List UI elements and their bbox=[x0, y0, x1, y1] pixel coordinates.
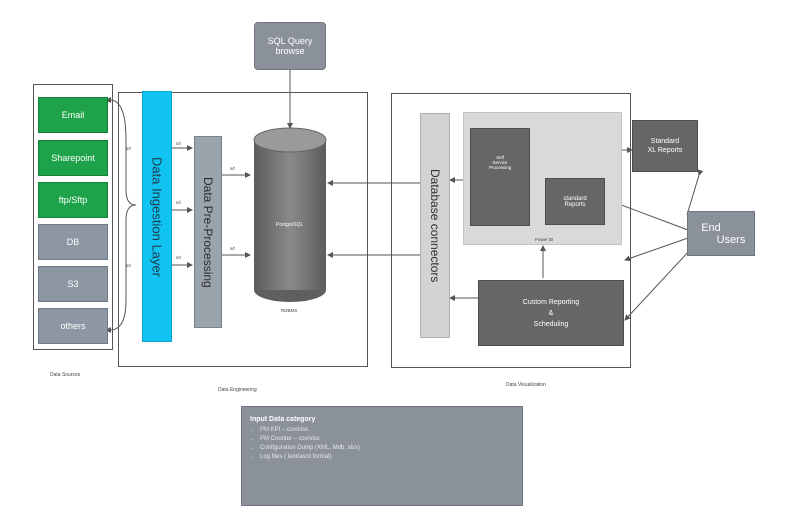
sql-box-line1: SQL Query bbox=[267, 36, 313, 46]
standard-xl-reports-box: Standard XL Reports bbox=[632, 120, 698, 172]
sql-box-line2: browse bbox=[275, 46, 305, 56]
standard-reports-box: standard Reports bbox=[545, 178, 605, 225]
data-preprocessing-label: Data Pre-Processing bbox=[201, 176, 215, 288]
end-users-line2: Users bbox=[716, 233, 746, 246]
data-source-label: Email bbox=[61, 110, 85, 120]
arrow-tag: s/t bbox=[176, 255, 181, 260]
end-users-line1: End bbox=[701, 221, 721, 234]
arrow-tag: s/t bbox=[126, 146, 131, 151]
arrow-tag: s/t bbox=[176, 141, 181, 146]
data-source-db: DB bbox=[38, 224, 108, 260]
legend-item: Log files ( text/ascii format) bbox=[260, 453, 514, 462]
sql-query-browse-box: SQL Query browse bbox=[254, 22, 326, 70]
custom-line1: Custom Reporting bbox=[522, 298, 580, 306]
database-connectors-label: Database connectors bbox=[428, 168, 442, 283]
data-source-ftp-sftp: ftp/Sftp bbox=[38, 182, 108, 218]
data-visualization-caption: Data Visualization bbox=[506, 382, 546, 388]
data-visualization-frame bbox=[391, 93, 631, 368]
data-sources-frame bbox=[33, 84, 113, 350]
arrow-tag: s/t bbox=[176, 200, 181, 205]
data-source-sharepoint: Sharepoint bbox=[38, 140, 108, 176]
custom-line2: & bbox=[548, 309, 554, 317]
xl-line1: Standard bbox=[650, 138, 680, 145]
data-source-label: S3 bbox=[67, 279, 79, 289]
postgresql-cylinder bbox=[253, 127, 327, 302]
self-service-label: Self Service Processing bbox=[489, 154, 512, 170]
arrow-tag: s/t bbox=[230, 166, 235, 171]
data-source-label: ftp/Sftp bbox=[58, 195, 88, 205]
arrow-tag: s/t bbox=[126, 263, 131, 268]
data-ingestion-layer: Data Ingestion Layer bbox=[142, 91, 172, 342]
input-data-category-legend: Input Data category PM KPI – csv/xlsxPM … bbox=[241, 406, 523, 506]
standard-reports-label: standard Reports bbox=[563, 195, 587, 208]
data-source-s3: S3 bbox=[38, 266, 108, 302]
end-users-box: End Users bbox=[687, 211, 755, 256]
rdbms-caption: RDBMS bbox=[281, 308, 298, 313]
legend-item: Configuration Dump (XML, Mdb, xlsx) bbox=[260, 444, 514, 453]
legend-item: PM KPI – csv/xlsx bbox=[260, 426, 514, 435]
self-service-processing-box: Self Service Processing bbox=[470, 128, 530, 226]
postgresql-label: PostgreSQL bbox=[276, 222, 304, 228]
legend-list: PM KPI – csv/xlsxPM Counter – csv/xlsxCo… bbox=[250, 426, 514, 462]
data-engineering-caption: Data Engineering bbox=[218, 387, 257, 393]
data-sources-caption: Data Sources bbox=[50, 372, 81, 378]
xl-line2: XL Reports bbox=[647, 147, 683, 154]
data-engineering-frame bbox=[118, 92, 368, 367]
custom-reporting-box: Custom Reporting & Scheduling bbox=[478, 280, 624, 346]
arrow-tag: s/t bbox=[230, 246, 235, 251]
legend-title: Input Data category bbox=[250, 416, 316, 423]
database-connectors-block: Database connectors bbox=[420, 113, 450, 338]
data-ingestion-label: Data Ingestion Layer bbox=[149, 156, 165, 277]
data-source-label: DB bbox=[66, 237, 80, 247]
powerbi-label: Power BI bbox=[535, 237, 554, 242]
data-preprocessing-block: Data Pre-Processing bbox=[194, 136, 222, 328]
data-source-label: others bbox=[60, 321, 86, 331]
data-source-email: Email bbox=[38, 97, 108, 133]
custom-line3: Scheduling bbox=[533, 320, 569, 328]
legend-item: PM Counter – csv/xlsx bbox=[260, 435, 514, 444]
data-source-label: Sharepoint bbox=[51, 153, 95, 163]
data-source-others: others bbox=[38, 308, 108, 344]
